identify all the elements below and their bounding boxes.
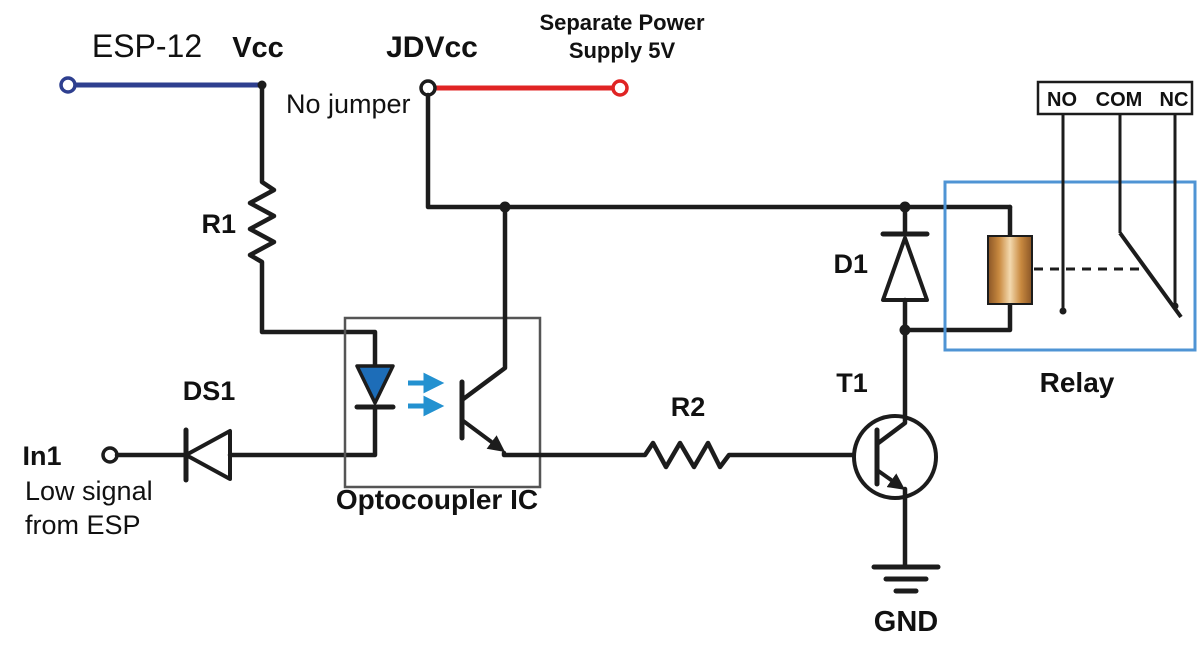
phototransistor-collector xyxy=(459,206,508,403)
power-bus xyxy=(425,92,1013,213)
nc-contact-dot xyxy=(1171,302,1179,310)
optocoupler-box xyxy=(343,316,542,489)
contacts-label-box xyxy=(1036,80,1194,116)
coil-return-wire xyxy=(902,301,1013,333)
vcc-label: Vcc xyxy=(232,32,284,64)
transistor-t1 xyxy=(852,329,938,569)
ground-symbol xyxy=(871,564,941,594)
ds1-wire-right xyxy=(227,405,378,458)
bus-wire xyxy=(425,92,1013,210)
t1-label: T1 xyxy=(836,368,868,398)
separate-power-label-line1: Separate Power xyxy=(539,10,705,35)
optocoupler-label: Optocoupler IC xyxy=(336,484,538,515)
low-signal-label-line1: Low signal xyxy=(25,476,153,506)
supply-terminal xyxy=(611,79,629,97)
esp-terminal xyxy=(59,76,77,94)
optocoupler-ic xyxy=(343,206,542,489)
diode-ds1 xyxy=(101,405,378,483)
resistor-r2 xyxy=(501,440,880,470)
low-signal-label-line2: from ESP xyxy=(25,510,141,540)
no-contact-dot xyxy=(1059,307,1067,315)
r1-label: R1 xyxy=(201,209,236,239)
t1-collector xyxy=(874,329,908,447)
relay-box xyxy=(943,180,1197,352)
d1-label: D1 xyxy=(833,249,868,279)
relay-coil xyxy=(987,235,1033,305)
gnd-label: GND xyxy=(874,606,938,638)
ds1-label: DS1 xyxy=(183,376,236,406)
esp-vcc-wire xyxy=(59,76,267,94)
diode-d1 xyxy=(880,206,1013,336)
r2-label: R2 xyxy=(671,392,706,422)
ds1-triangle xyxy=(184,429,232,481)
resistor-r1 xyxy=(247,82,378,369)
contact-no-label: NO xyxy=(1047,89,1077,111)
separate-power-label-line2: Supply 5V xyxy=(569,38,676,63)
contact-com-label: COM xyxy=(1096,89,1143,111)
switch-armature xyxy=(1118,231,1183,319)
d1-triangle xyxy=(881,236,929,302)
led-triangle xyxy=(355,364,395,405)
r1-wire xyxy=(247,82,378,369)
r2-wire xyxy=(501,440,880,470)
no-jumper-label: No jumper xyxy=(286,89,411,119)
esp12-label: ESP-12 xyxy=(92,28,202,64)
relay-label: Relay xyxy=(1040,367,1115,398)
jdvcc-wire xyxy=(419,79,629,97)
relay xyxy=(943,80,1197,352)
jdvcc-label: JDVcc xyxy=(386,31,478,64)
phototransistor-emitter xyxy=(460,418,506,453)
contact-nc-label: NC xyxy=(1160,89,1189,111)
t1-emitter xyxy=(875,468,906,490)
in1-label: In1 xyxy=(22,441,61,471)
